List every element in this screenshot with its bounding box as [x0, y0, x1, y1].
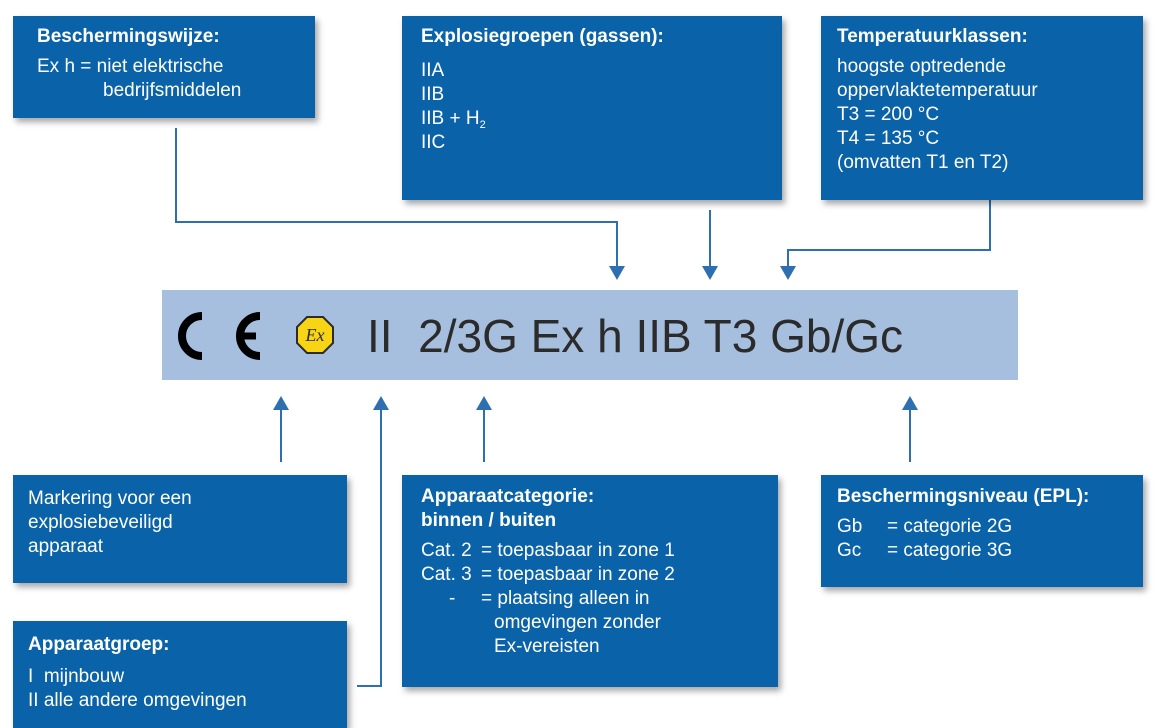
temperature-class-line: (omvatten T1 en T2)	[837, 152, 1009, 173]
arrow-up-icon	[273, 396, 289, 410]
device-category-row: Cat. 2 = toepasbaar in zone 1	[421, 540, 675, 561]
device-group-title: Apparaatgroep:	[28, 634, 170, 655]
arrow-down-icon	[780, 266, 796, 280]
temperature-class-line: oppervlaktetemperatuur	[837, 80, 1038, 101]
protection-level-title: Beschermingsniveau (EPL):	[837, 486, 1090, 507]
ce-mark-icon: CE	[176, 310, 261, 360]
device-group-line: I mijnbouw	[28, 666, 125, 687]
device-group-line: II alle andere omgevingen	[28, 690, 247, 711]
connector-device-group	[357, 404, 382, 687]
protection-level-row: Gc = categorie 3G	[837, 540, 1013, 561]
temperature-classes-box: Temperatuurklassen: hoogste optredende o…	[821, 16, 1143, 200]
arrow-down-icon	[702, 266, 718, 280]
temperature-class-line: T4 = 135 °C	[837, 128, 940, 149]
arrow-up-icon	[373, 396, 389, 410]
explosion-marking-box: Markering voor een explosiebeveiligd app…	[13, 475, 347, 583]
protection-level-row: Gb = categorie 2G	[837, 516, 1013, 537]
device-category-continuation: Ex-vereisten	[494, 636, 600, 657]
arrow-up-icon	[902, 396, 918, 410]
arrow-down-icon	[609, 266, 625, 280]
protection-method-box: Beschermingswijze: Ex h = niet elektrisc…	[13, 16, 315, 118]
device-category-row: Cat. 3 = toepasbaar in zone 2	[421, 564, 675, 585]
device-category-subtitle: binnen / buiten	[421, 510, 557, 531]
protection-level-box: Beschermingsniveau (EPL): Gb = categorie…	[821, 475, 1143, 587]
explosion-groups-title: Explosiegroepen (gassen):	[421, 26, 664, 47]
protection-method-title: Beschermingswijze:	[37, 26, 220, 47]
explosion-group-item: IIB	[421, 84, 445, 105]
svg-text:Ex: Ex	[305, 325, 325, 345]
explosion-group-item: IIA	[421, 60, 445, 81]
svg-text:CE: CE	[176, 310, 178, 311]
marking-code: II 2/3G Ex h IIB T3 Gb/Gc	[367, 310, 904, 362]
atex-ex-symbol-icon: Ex	[296, 316, 334, 354]
device-category-title: Apparaatcategorie:	[421, 486, 595, 507]
protection-method-line: bedrijfsmiddelen	[103, 80, 242, 101]
temperature-class-line: T3 = 200 °C	[837, 104, 940, 125]
h2-subscript: 2	[479, 119, 486, 131]
device-category-continuation: omgevingen zonder	[494, 612, 661, 633]
connector-temperature-classes	[787, 200, 991, 272]
temperature-classes-title: Temperatuurklassen:	[837, 26, 1028, 47]
arrow-up-icon	[476, 396, 492, 410]
explosion-group-item: IIC	[421, 132, 446, 153]
protection-method-line: Ex h = niet elektrische	[37, 56, 224, 77]
explosion-marking-line: explosiebeveiligd	[28, 512, 173, 533]
temperature-class-line: hoogste optredende	[837, 56, 1007, 77]
explosion-group-item: IIB + H2	[421, 108, 486, 131]
explosion-marking-line: Markering voor een	[28, 488, 192, 509]
explosion-marking-line: apparaat	[28, 536, 104, 557]
device-group-box: Apparaatgroep: I mijnbouw II alle andere…	[13, 621, 347, 728]
device-category-box: Apparaatcategorie: binnen / buiten Cat. …	[402, 475, 778, 687]
device-category-row: - = plaatsing alleen in	[449, 588, 650, 609]
connector-protection-method	[175, 128, 618, 272]
explosion-groups-box: Explosiegroepen (gassen): IIA IIB IIB + …	[402, 16, 782, 200]
